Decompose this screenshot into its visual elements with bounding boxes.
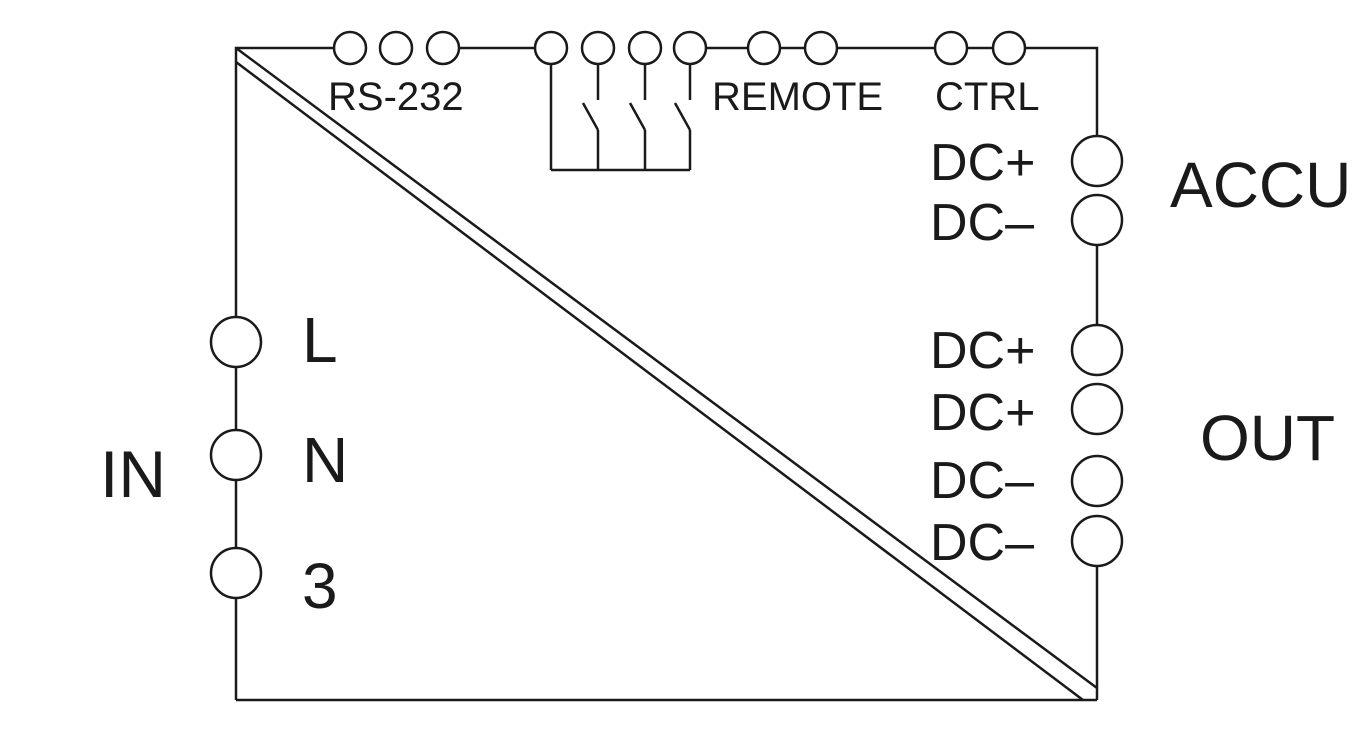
out-terminal-4-label: DC–	[930, 514, 1034, 572]
ctrl-terminal-2	[991, 30, 1027, 66]
rs232-terminal-2	[378, 30, 414, 66]
housing-top-left-edge	[234, 46, 335, 318]
in-l-label: L	[302, 304, 338, 376]
in-3-label: 3	[302, 550, 338, 622]
in-n-label: N	[302, 424, 348, 496]
ctrl-label: CTRL	[935, 75, 1039, 119]
in-terminal-l	[209, 315, 263, 369]
accu-group-label: ACCU	[1170, 149, 1351, 221]
housing-right-edge-top	[1025, 46, 1099, 135]
out-terminal-2-label: DC+	[930, 384, 1035, 442]
in-terminal-n	[209, 428, 263, 482]
out-terminal-2	[1070, 382, 1124, 436]
rs232-terminal-1	[332, 30, 368, 66]
diagonal-line-lower	[235, 61, 1084, 701]
out-terminal-3	[1070, 454, 1124, 508]
diagonal-line-upper	[235, 46, 1098, 690]
rs232-terminal-3	[425, 30, 461, 66]
in-group-label: IN	[100, 437, 166, 511]
accu-dc-plus-label: DC+	[930, 134, 1035, 192]
out-terminal-3-label: DC–	[930, 452, 1034, 510]
ctrl-terminal-1	[933, 30, 969, 66]
in-terminal-3	[209, 546, 263, 600]
rs232-label: RS-232	[328, 75, 464, 119]
relay-terminal-1	[533, 30, 569, 66]
relay-contact-1-blade	[581, 102, 600, 131]
relay-contact-3-blade	[673, 102, 692, 131]
relay-contact-2-blade	[628, 102, 647, 131]
out-terminal-4	[1070, 514, 1124, 568]
accu-terminal-dc-minus	[1070, 193, 1124, 247]
accu-dc-minus-label: DC–	[930, 194, 1034, 252]
out-group-label: OUT	[1200, 402, 1335, 474]
out-terminal-1-label: DC+	[930, 322, 1035, 380]
remote-terminal-1	[746, 30, 782, 66]
accu-terminal-dc-plus	[1070, 134, 1124, 188]
relay-terminal-3	[627, 30, 663, 66]
relay-terminal-2	[580, 30, 616, 66]
relay-terminal-4	[672, 30, 708, 66]
remote-label: REMOTE	[712, 75, 883, 119]
remote-terminal-2	[803, 30, 839, 66]
out-terminal-1	[1070, 323, 1124, 377]
